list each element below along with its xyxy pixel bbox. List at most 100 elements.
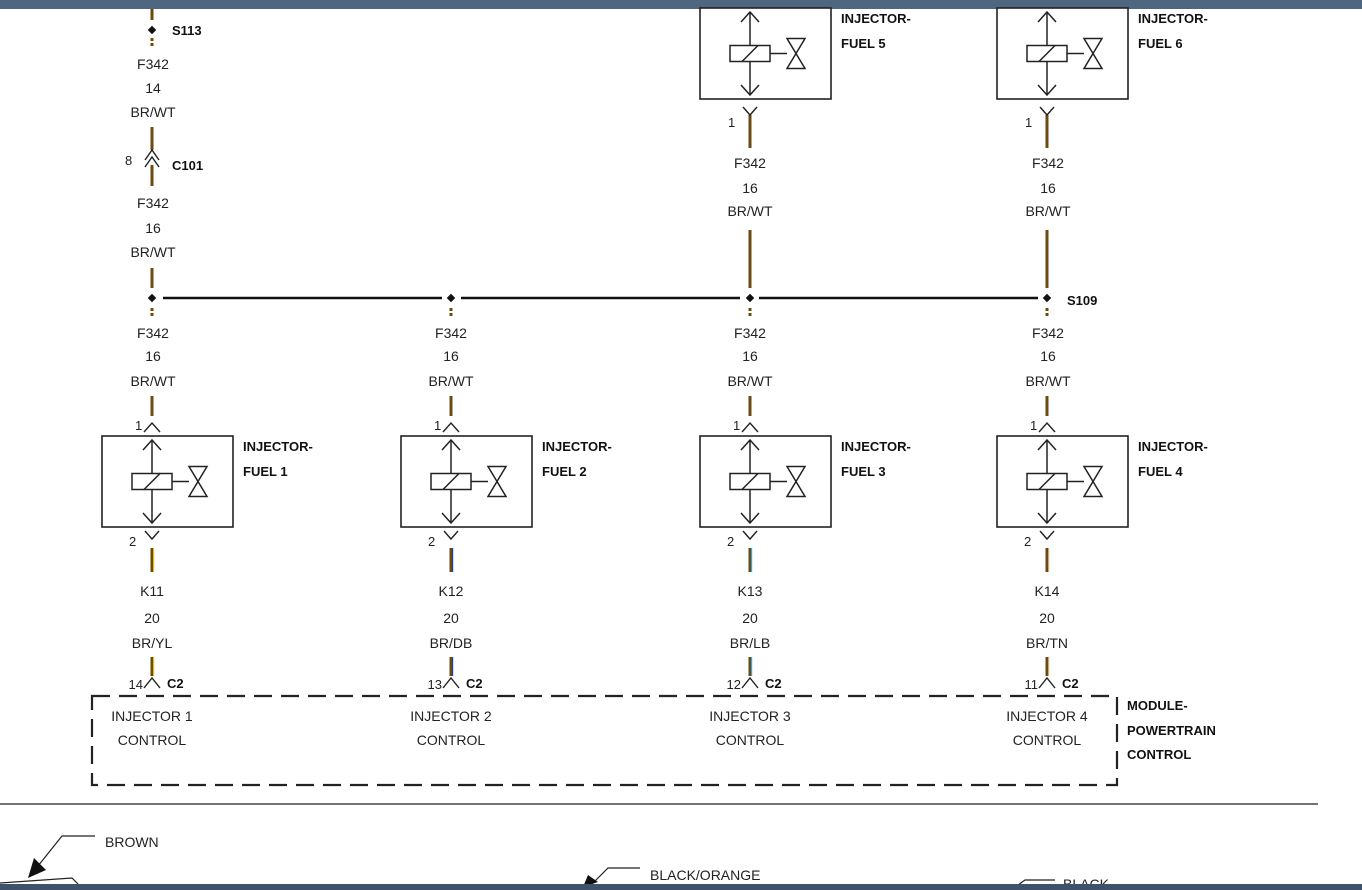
pin-number: 1 <box>434 418 441 433</box>
module-label-line3: CONTROL <box>1127 747 1191 762</box>
valve-icon <box>785 37 807 70</box>
injector-label-line2: FUEL 2 <box>542 464 587 479</box>
wire-gauge-label: 16 <box>742 348 758 364</box>
upper-feed-wires: F342 16 BR/WT F342 16 BR/WT <box>727 115 1071 288</box>
wire-color-label: BR/WT <box>727 203 773 219</box>
module-pin-label: CONTROL <box>1013 732 1082 748</box>
connector-c2-label: C2 <box>466 676 483 691</box>
splice-bus: S109 <box>163 293 1097 308</box>
legend-leader <box>591 867 640 885</box>
pin-number: 1 <box>733 418 740 433</box>
wire-circuit-label: F342 <box>734 155 766 171</box>
wire-gauge-label: 20 <box>1039 610 1055 626</box>
injector-fuel-2: INJECTOR- FUEL 2 1 2 <box>400 418 612 549</box>
connector-c2-label: C2 <box>1062 676 1079 691</box>
color-legend: BROWN BLACK/ORANGE BLACK <box>0 834 1110 890</box>
module-pin-label: INJECTOR 4 <box>1006 708 1088 724</box>
injector-fuel-1: INJECTOR-FUEL 112 <box>101 418 313 549</box>
splice-dot <box>1042 293 1052 303</box>
splice-s113-dot <box>147 25 157 35</box>
wire-circuit-label: F342 <box>1032 155 1064 171</box>
wire-color-label: BR/YL <box>132 635 173 651</box>
splice-dot <box>147 293 157 303</box>
wire-gauge-label: 16 <box>742 180 758 196</box>
wire-circuit-label: F342 <box>137 325 169 341</box>
pin-number: 2 <box>727 534 734 549</box>
pin-number: 2 <box>129 534 136 549</box>
injector-label-line1: INJECTOR- <box>1138 11 1208 26</box>
module-pin-label: CONTROL <box>118 732 187 748</box>
valve-icon <box>1082 37 1104 70</box>
injector-label-line1: INJECTOR- <box>841 11 911 26</box>
pin-number: 11 <box>1025 677 1039 692</box>
injector-fuel-3: INJECTOR-FUEL 312 <box>699 418 911 549</box>
wire-color-label: BR/DB <box>430 635 473 651</box>
wire-color-label: BR/WT <box>1025 203 1071 219</box>
wire-circuit-label: F342 <box>435 325 467 341</box>
module-label-line2: POWERTRAIN <box>1127 723 1216 738</box>
wire-color-label: BR/WT <box>130 373 176 389</box>
connector-c101-label: C101 <box>172 158 203 173</box>
valve-icon <box>486 465 508 498</box>
injector-label-line1: INJECTOR- <box>243 439 313 454</box>
module-pin-label: CONTROL <box>716 732 785 748</box>
valve-icon <box>187 465 209 498</box>
pin-number: 1 <box>1030 418 1037 433</box>
wire-color-label: BR/WT <box>130 244 176 260</box>
legend-arrow-icon <box>28 858 46 878</box>
window-top-bar <box>0 0 1362 9</box>
splice-dots <box>147 293 1052 303</box>
wire-gauge-label: 20 <box>742 610 758 626</box>
wire-color-label: BR/WT <box>130 104 176 120</box>
injector-label-line2: FUEL 4 <box>1138 464 1183 479</box>
wire-circuit-label: F342 <box>137 56 169 72</box>
wire-color-label: BR/TN <box>1026 635 1068 651</box>
injector-fuel-4: INJECTOR-FUEL 412 <box>996 418 1208 549</box>
injector-fuel-5: INJECTOR-FUEL 51 <box>699 7 911 130</box>
valve-icon <box>1082 465 1104 498</box>
wire-gauge-label: 16 <box>145 348 161 364</box>
wire-circuit-label: F342 <box>137 195 169 211</box>
pin-number: 1 <box>135 418 142 433</box>
wire-color-label: BR/LB <box>730 635 770 651</box>
wire-color-label: BR/WT <box>428 373 474 389</box>
wire-circuit-label: K11 <box>140 583 164 599</box>
legend-black-orange-label: BLACK/ORANGE <box>650 867 760 883</box>
feed-column: S113 F342 14 BR/WT 8 C101 F342 16 BR/WT <box>125 9 203 288</box>
powertrain-control-module: MODULE- POWERTRAIN CONTROL <box>90 694 1216 787</box>
wire-gauge-label: 16 <box>1040 180 1056 196</box>
module-pin-label: INJECTOR 3 <box>709 708 791 724</box>
connector-c2-label: C2 <box>167 676 184 691</box>
connector-c2-label: C2 <box>765 676 782 691</box>
wire-gauge-label: 20 <box>443 610 459 626</box>
module-pin-label: INJECTOR 2 <box>410 708 492 724</box>
wire-gauge-label: 16 <box>443 348 459 364</box>
wire-gauge-label: 20 <box>144 610 160 626</box>
wire-color-label: BR/WT <box>727 373 773 389</box>
pin-number: 13 <box>428 677 442 692</box>
splice-s109-label: S109 <box>1067 293 1097 308</box>
pin-number: 14 <box>129 677 143 692</box>
valve-icon <box>785 465 807 498</box>
splice-s113-label: S113 <box>172 23 202 38</box>
wire-circuit-label: K14 <box>1035 583 1060 599</box>
module-label-line1: MODULE- <box>1127 698 1188 713</box>
wire-circuit-label: K12 <box>439 583 464 599</box>
wire-circuit-label: F342 <box>734 325 766 341</box>
injector-fuel-6: INJECTOR- FUEL 6 1 <box>996 7 1208 130</box>
pin-number: 1 <box>1025 115 1032 130</box>
injector-label-line2: FUEL 6 <box>1138 36 1183 51</box>
wire-gauge-label: 16 <box>1040 348 1056 364</box>
injector-label-line1: INJECTOR- <box>542 439 612 454</box>
wire-circuit-label: F342 <box>1032 325 1064 341</box>
wire-gauge-label: 16 <box>145 220 161 236</box>
pin-number: 2 <box>428 534 435 549</box>
splice-dot <box>745 293 755 303</box>
module-pin-label: CONTROL <box>417 732 486 748</box>
